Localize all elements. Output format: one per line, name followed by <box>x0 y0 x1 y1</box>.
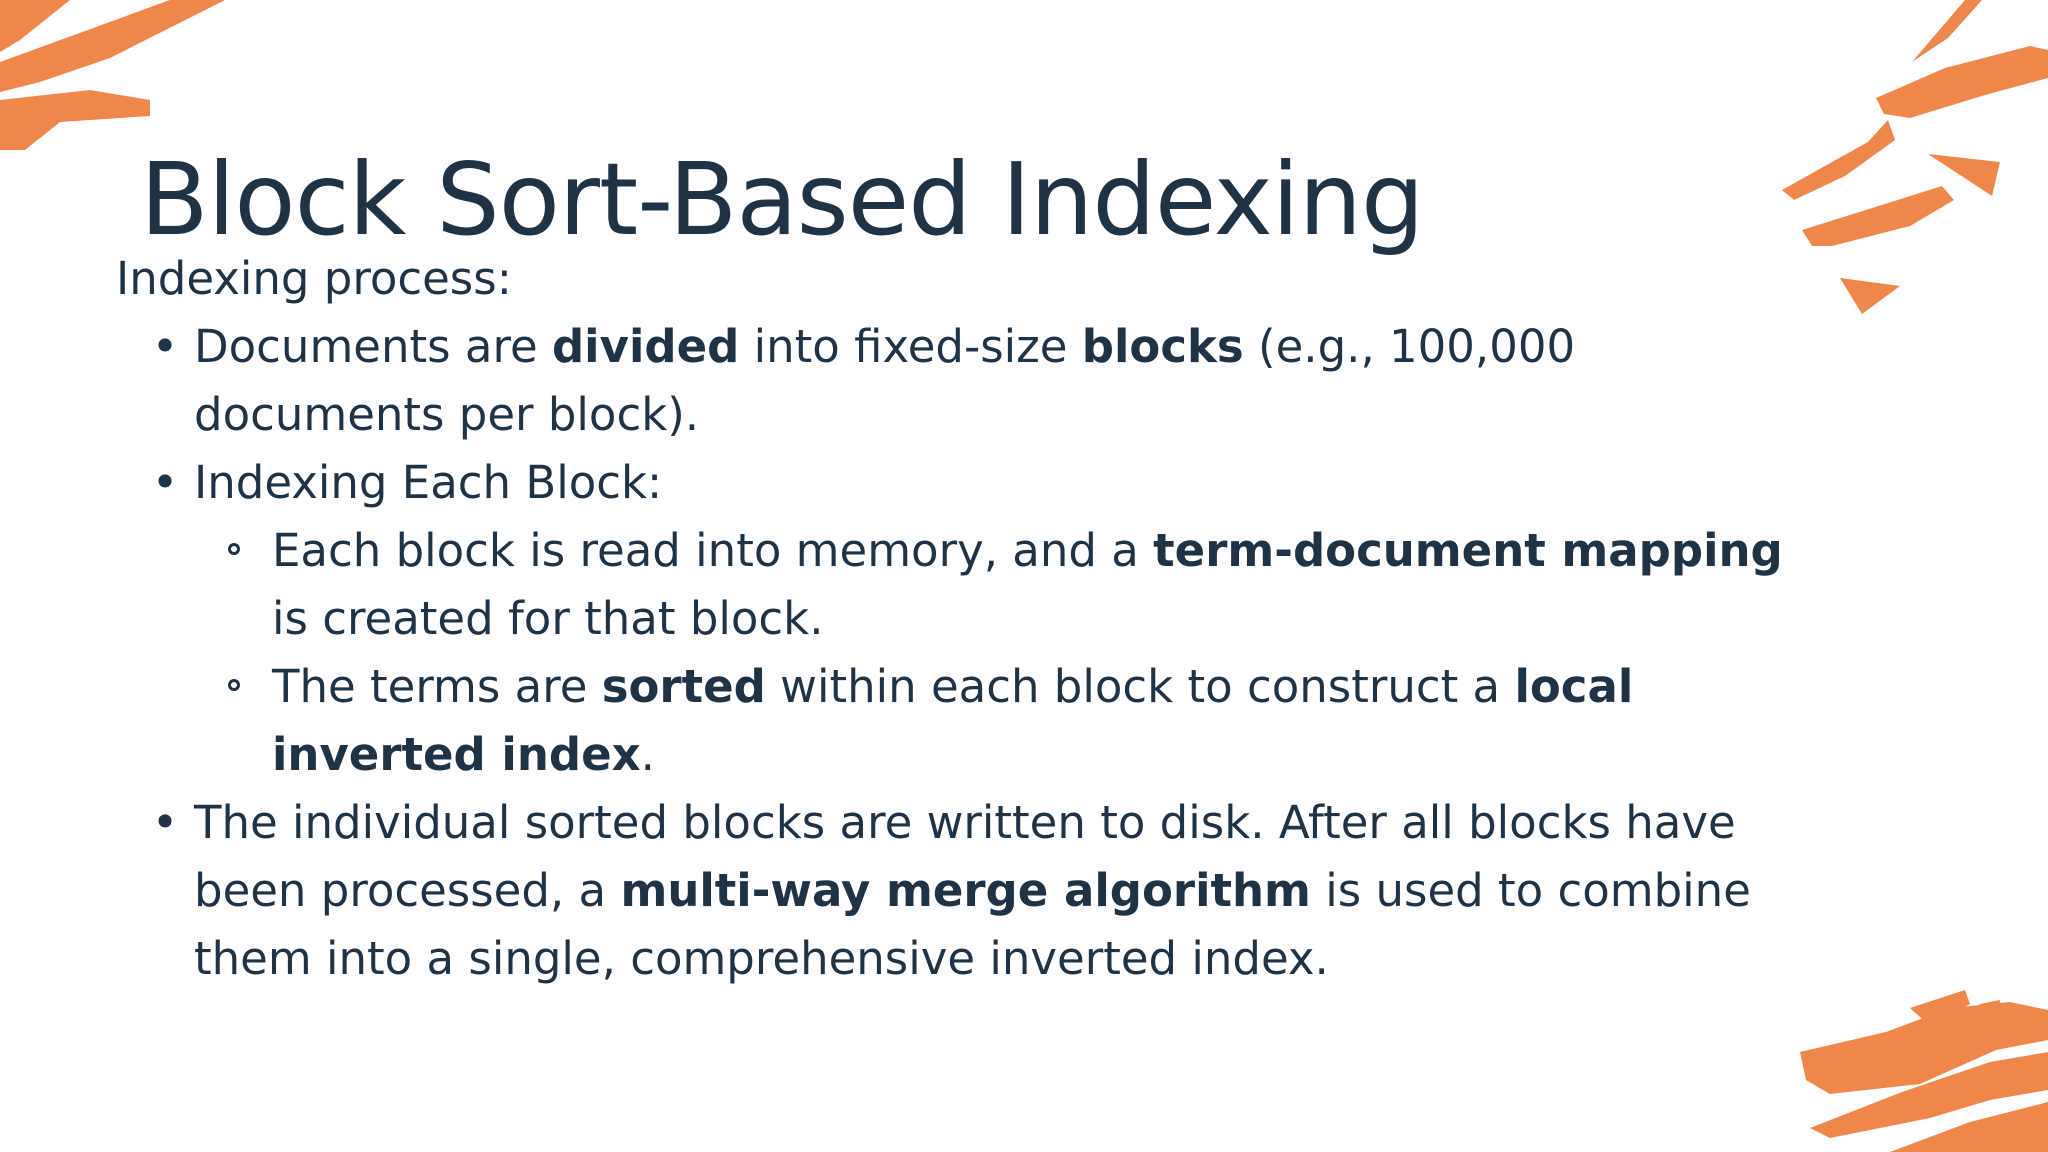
item-text: is created for that block. <box>272 592 824 645</box>
sub-bullet-list: Each block is read into memory, and a te… <box>194 517 1796 789</box>
emphasis-text: local inverted index <box>272 660 1634 781</box>
slide-body: Indexing process: • Documents are divide… <box>116 245 1796 993</box>
bullet-icon: • <box>151 456 179 509</box>
slide-title: Block Sort-Based Indexing <box>140 141 1424 258</box>
sub-list-item: Each block is read into memory, and a te… <box>228 517 1796 653</box>
item-text: is used to combine them into a single, c… <box>194 864 1751 985</box>
bullet-list: • Documents are divided into fixed-size … <box>116 313 1796 993</box>
emphasis-text: divided <box>551 320 740 373</box>
hollow-bullet-icon <box>228 543 240 555</box>
emphasis-text: blocks <box>1081 320 1244 373</box>
bullet-icon: • <box>151 320 179 373</box>
item-text: Each block is read into memory, and a <box>272 524 1154 577</box>
intro-text: Indexing process: <box>116 252 512 305</box>
hollow-bullet-icon <box>228 679 240 691</box>
brush-stroke-top-left <box>0 0 225 150</box>
sub-list-item: The terms are sorted within each block t… <box>228 653 1796 789</box>
list-item: • Indexing Each Block: Each block is rea… <box>152 449 1796 789</box>
item-text: Indexing Each Block: <box>194 456 663 509</box>
item-text: The terms are <box>272 660 602 713</box>
bullet-icon: • <box>151 796 179 849</box>
list-item: • Documents are divided into fixed-size … <box>152 313 1796 449</box>
brush-stroke-top-right <box>1782 0 2048 314</box>
emphasis-text: multi-way merge algorithm <box>620 864 1311 917</box>
emphasis-text: sorted <box>601 660 766 713</box>
item-text: into fixed-size <box>739 320 1082 373</box>
emphasis-text: term-document mapping <box>1153 524 1783 577</box>
list-item: • The individual sorted blocks are writt… <box>152 789 1796 993</box>
item-text: Documents are <box>194 320 552 373</box>
item-text: within each block to construct a <box>765 660 1515 713</box>
item-text: . <box>640 728 655 781</box>
item-text: (e.g., 100,000 documents per block). <box>194 320 1576 441</box>
item-text: The individual sorted blocks are written… <box>194 796 1736 917</box>
brush-stroke-bottom-right <box>1800 990 2048 1152</box>
